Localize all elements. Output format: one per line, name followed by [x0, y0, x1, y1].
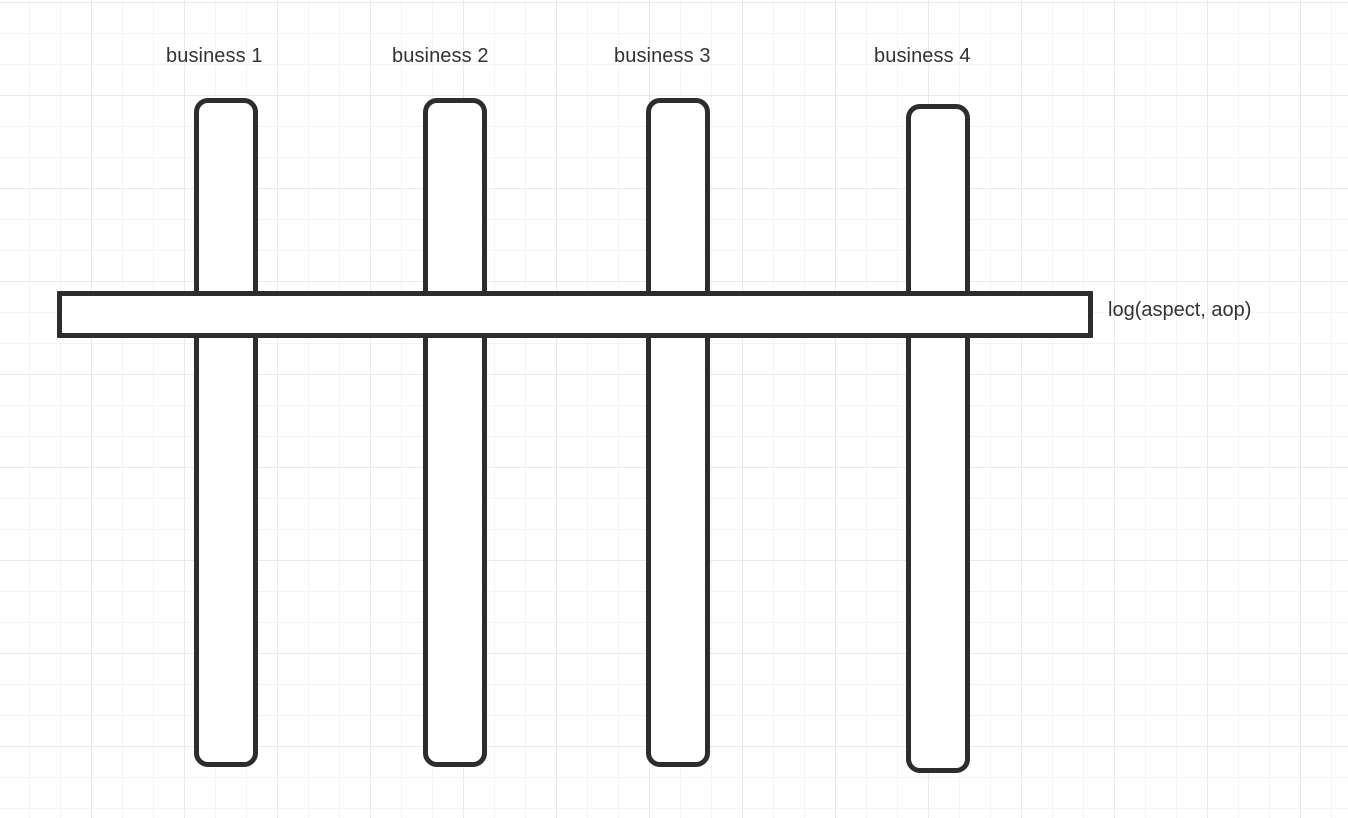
crosscut-bar-logging[interactable] — [57, 291, 1093, 338]
business-bar-1[interactable] — [194, 98, 258, 767]
business-bar-4[interactable] — [906, 104, 970, 773]
crosscut-bar-label: log(aspect, aop) — [1108, 299, 1252, 321]
business-bar-3[interactable] — [646, 98, 710, 767]
column-label-business-4: business 4 — [874, 45, 971, 67]
column-label-business-2: business 2 — [392, 45, 489, 67]
column-label-business-1: business 1 — [166, 45, 263, 67]
column-label-business-3: business 3 — [614, 45, 711, 67]
business-bar-2[interactable] — [423, 98, 487, 767]
